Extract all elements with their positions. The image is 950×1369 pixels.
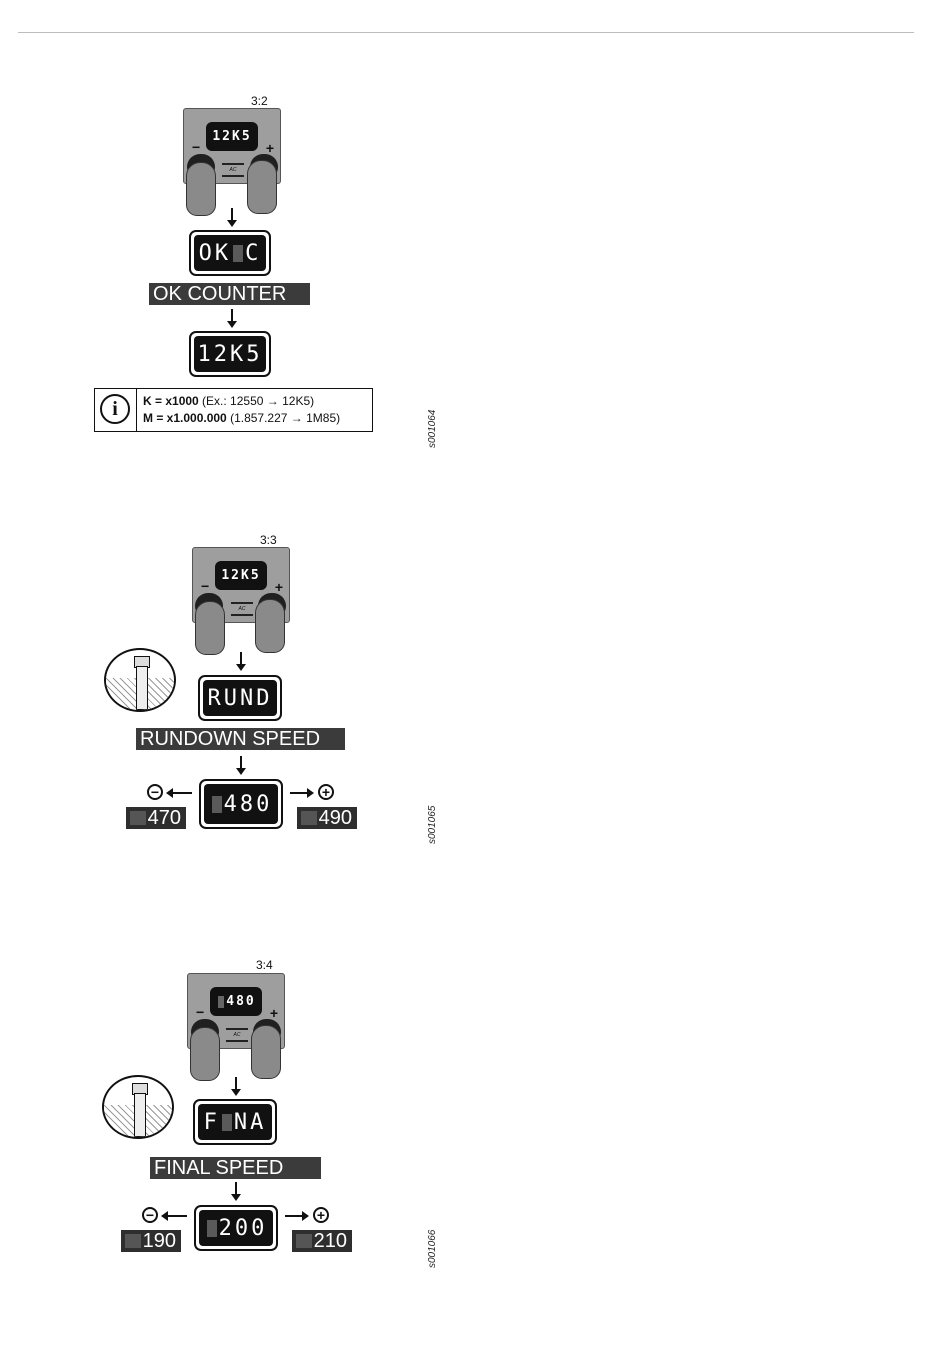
device-display: 480 — [210, 987, 262, 1016]
minus-sign: − — [192, 139, 200, 155]
mode-banner: OK COUNTER — [149, 283, 310, 305]
arrow-right-icon — [285, 1215, 303, 1217]
increased-value: 490 — [297, 807, 357, 829]
figure-code: s001064 — [427, 410, 438, 448]
right-finger — [247, 160, 277, 214]
info-line-2: M = x1.000.000 (1.857.227 → 1M85) — [143, 411, 340, 425]
brand-logo: AC — [231, 602, 253, 616]
device-display: 12K5 — [215, 561, 267, 590]
right-finger — [255, 599, 285, 653]
header-rule — [18, 32, 914, 33]
figure-code: s001066 — [427, 1230, 438, 1268]
value-screen: 200 — [194, 1205, 278, 1251]
arrow-down-icon — [231, 208, 233, 221]
blank-digit — [233, 245, 243, 262]
blank-digit — [218, 996, 224, 1008]
bolt-joint-icon — [104, 648, 176, 712]
minus-sign: − — [201, 578, 209, 594]
plus-circle-icon: + — [313, 1207, 329, 1223]
arrow-down-icon — [235, 1077, 237, 1090]
device-display: 12K5 — [206, 122, 258, 151]
brand-logo: AC — [222, 163, 244, 177]
minus-circle-icon: − — [147, 784, 163, 800]
info-box: i K = x1000 (Ex.: 12550 → 12K5) M = x1.0… — [94, 388, 373, 432]
figure-code: s001065 — [427, 806, 438, 844]
arrow-right-icon — [290, 792, 308, 794]
minus-circle-icon: − — [142, 1207, 158, 1223]
minus-sign: − — [196, 1004, 204, 1020]
arrow-down-icon — [235, 1182, 237, 1195]
blank-digit — [222, 1114, 232, 1131]
arrow-left-icon — [172, 792, 192, 794]
decreased-value: 190 — [121, 1230, 181, 1252]
blank-digit — [207, 1220, 217, 1237]
decreased-value: 470 — [126, 807, 186, 829]
plus-circle-icon: + — [318, 784, 334, 800]
mode-banner: FINAL SPEED — [150, 1157, 321, 1179]
brand-logo: AC — [226, 1028, 248, 1042]
figure-label: 3:3 — [260, 533, 277, 547]
right-finger — [251, 1025, 281, 1079]
value-screen: 480 — [199, 779, 283, 829]
info-line-1: K = x1000 (Ex.: 12550 → 12K5) — [143, 394, 314, 408]
arrow-left-icon — [167, 1215, 187, 1217]
left-finger — [186, 162, 216, 216]
arrow-down-icon — [231, 309, 233, 322]
info-icon: i — [100, 394, 130, 424]
bolt-joint-icon — [102, 1075, 174, 1139]
blank-digit — [212, 796, 222, 813]
figure-label: 3:4 — [256, 958, 273, 972]
arrow-down-icon — [240, 652, 242, 665]
figure-label: 3:2 — [251, 94, 268, 108]
left-finger — [190, 1027, 220, 1081]
arrow-down-icon — [240, 756, 242, 769]
left-finger — [195, 601, 225, 655]
increased-value: 210 — [292, 1230, 352, 1252]
mode-banner: RUNDOWN SPEED — [136, 728, 345, 750]
